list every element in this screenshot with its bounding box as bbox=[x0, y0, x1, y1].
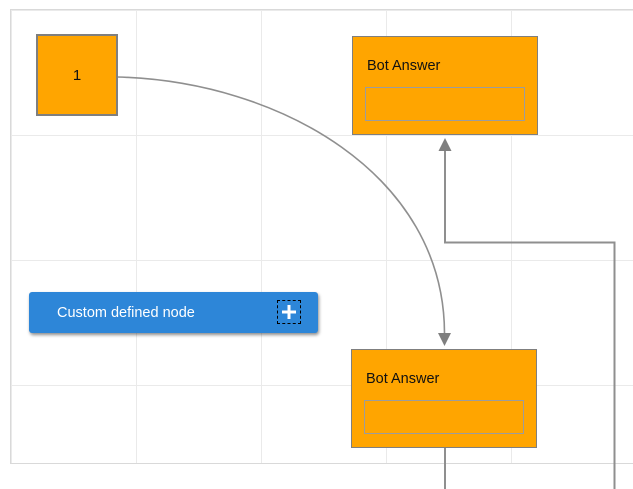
plus-icon bbox=[282, 305, 296, 319]
add-port-button[interactable] bbox=[277, 300, 301, 324]
node-custom-defined[interactable]: Custom defined node bbox=[29, 292, 318, 333]
node-title: Bot Answer bbox=[367, 58, 441, 74]
connector-elbow[interactable] bbox=[444, 151, 616, 489]
arrowhead-up-icon bbox=[438, 138, 452, 151]
custom-node-label: Custom defined node bbox=[57, 304, 195, 321]
node-start[interactable]: 1 bbox=[36, 34, 118, 116]
node-bot-answer-bottom[interactable]: Bot Answer bbox=[351, 349, 537, 448]
node-text-field[interactable] bbox=[365, 87, 525, 121]
connector-curve[interactable] bbox=[116, 76, 446, 334]
node-start-label: 1 bbox=[72, 66, 82, 84]
node-text-field[interactable] bbox=[364, 400, 524, 434]
arrowhead-down-icon bbox=[438, 333, 451, 346]
node-bot-answer-top[interactable]: Bot Answer bbox=[352, 36, 538, 135]
node-title: Bot Answer bbox=[366, 371, 440, 387]
